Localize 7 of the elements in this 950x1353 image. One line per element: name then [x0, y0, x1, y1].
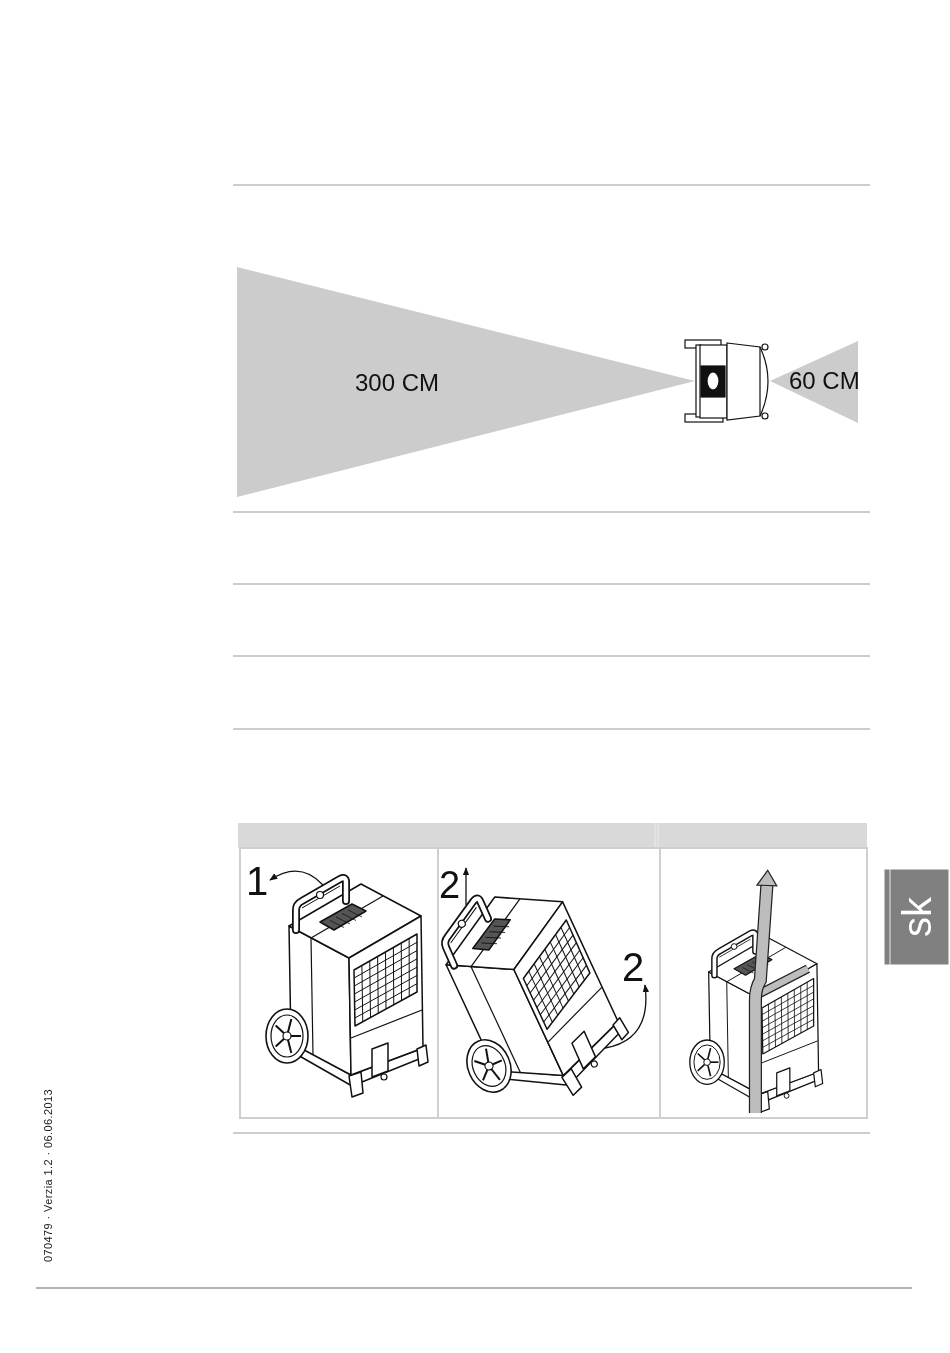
step-number: 1 [246, 861, 269, 901]
dimension-label: 60 CM [789, 369, 860, 393]
language-tab: sk [884, 869, 948, 965]
step-number: 2 [622, 947, 645, 987]
dimension-label: 300 CM [355, 371, 440, 395]
step-number: 2 [439, 866, 461, 904]
document-version-text: 070479 · Verzia 1.2 · 06.06.2013 [42, 1088, 54, 1262]
